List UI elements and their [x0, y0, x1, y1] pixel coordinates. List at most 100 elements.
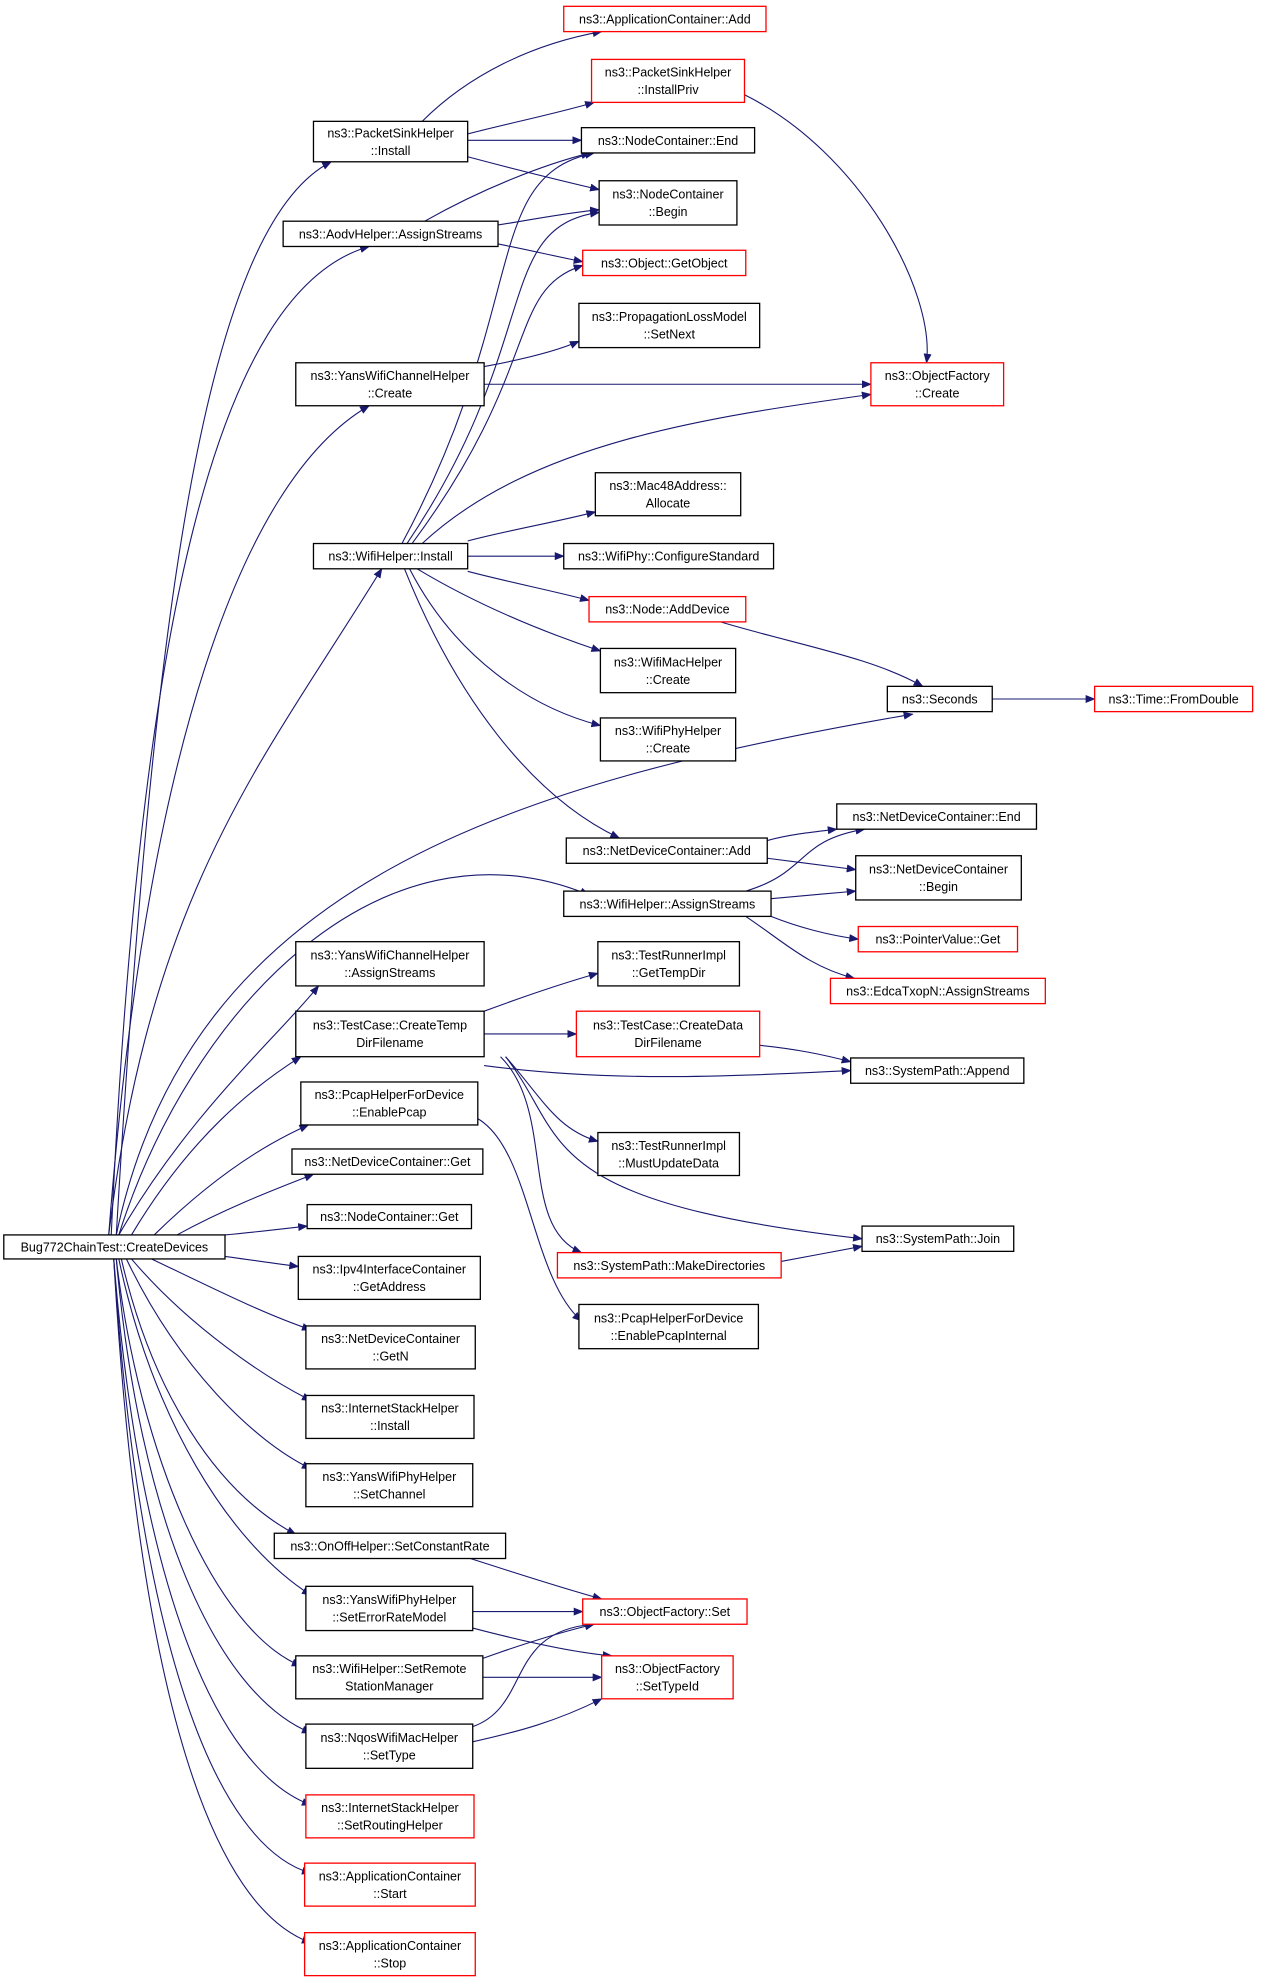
node-wph_create[interactable]: ns3::WifiPhyHelper::Create: [599, 717, 737, 762]
node-of_set[interactable]: ns3::ObjectFactory::Set: [582, 1598, 748, 1625]
node-box[interactable]: [3, 1234, 226, 1260]
node-mac48_alloc[interactable]: ns3::Mac48Address::Allocate: [594, 472, 742, 517]
node-tri_mustupdate[interactable]: ns3::TestRunnerImpl::MustUpdateData: [597, 1131, 741, 1177]
node-ish_install[interactable]: ns3::InternetStackHelper::Install: [305, 1394, 475, 1440]
node-box[interactable]: [295, 1010, 485, 1058]
node-box[interactable]: [305, 1394, 475, 1440]
node-box[interactable]: [597, 1131, 741, 1177]
node-box[interactable]: [588, 595, 747, 623]
node-box[interactable]: [850, 1057, 1025, 1084]
node-box[interactable]: [599, 647, 737, 694]
node-box[interactable]: [580, 127, 756, 154]
node-box[interactable]: [565, 837, 768, 864]
node-box[interactable]: [836, 803, 1038, 830]
node-plm_setnext[interactable]: ns3::PropagationLossModel::SetNext: [578, 302, 761, 349]
node-node_adddev[interactable]: ns3::Node::AddDevice: [588, 595, 747, 623]
node-box[interactable]: [305, 1325, 476, 1370]
node-nc_end[interactable]: ns3::NodeContainer::End: [580, 127, 756, 154]
node-ndc_get[interactable]: ns3::NetDeviceContainer::Get: [291, 1148, 484, 1175]
node-box[interactable]: [598, 180, 738, 226]
node-box[interactable]: [563, 5, 767, 33]
node-ndc_begin[interactable]: ns3::NetDeviceContainer::Begin: [855, 855, 1022, 901]
node-nc_get[interactable]: ns3::NodeContainer::Get: [306, 1203, 473, 1230]
node-aodv_assign[interactable]: ns3::AodvHelper::AssignStreams: [282, 220, 499, 248]
node-box[interactable]: [601, 1655, 734, 1700]
node-box[interactable]: [582, 249, 747, 277]
node-box[interactable]: [305, 1585, 474, 1632]
node-box[interactable]: [282, 220, 499, 248]
node-edca_assign[interactable]: ns3::EdcaTxopN::AssignStreams: [829, 977, 1046, 1005]
node-box[interactable]: [857, 925, 1019, 953]
node-of_settypeid[interactable]: ns3::ObjectFactory::SetTypeId: [601, 1655, 734, 1700]
node-ywph_seterr[interactable]: ns3::YansWifiPhyHelper::SetErrorRateMode…: [305, 1585, 474, 1632]
node-box[interactable]: [563, 542, 775, 570]
node-wifi_install[interactable]: ns3::WifiHelper::Install: [312, 542, 469, 570]
node-box[interactable]: [305, 1723, 474, 1769]
node-box[interactable]: [594, 472, 742, 517]
node-nqos_settype[interactable]: ns3::NqosWifiMacHelper::SetType: [305, 1723, 474, 1769]
node-ndc_add[interactable]: ns3::NetDeviceContainer::Add: [565, 837, 768, 864]
node-root[interactable]: Bug772ChainTest::CreateDevices: [3, 1234, 226, 1260]
node-box[interactable]: [599, 717, 737, 762]
node-ipv4_getaddr[interactable]: ns3::Ipv4InterfaceContainer::GetAddress: [297, 1255, 481, 1301]
node-sp_join[interactable]: ns3::SystemPath::Join: [861, 1225, 1015, 1253]
node-psh_install[interactable]: ns3::PacketSinkHelper::Install: [312, 120, 469, 163]
node-box[interactable]: [303, 1932, 476, 1977]
node-ywch_create[interactable]: ns3::YansWifiChannelHelper::Create: [295, 362, 485, 407]
node-ac_stop[interactable]: ns3::ApplicationContainer::Stop: [303, 1932, 476, 1977]
node-sp_makedirs[interactable]: ns3::SystemPath::MakeDirectories: [556, 1251, 782, 1279]
node-ac_start[interactable]: ns3::ApplicationContainer::Start: [303, 1862, 476, 1907]
node-box[interactable]: [305, 1794, 475, 1839]
node-sp_append[interactable]: ns3::SystemPath::Append: [850, 1057, 1025, 1084]
node-box[interactable]: [582, 1598, 748, 1625]
node-box[interactable]: [578, 302, 761, 349]
node-box[interactable]: [870, 362, 1005, 407]
node-obj_getobject[interactable]: ns3::Object::GetObject: [582, 249, 747, 277]
node-box[interactable]: [886, 685, 993, 713]
node-nc_begin[interactable]: ns3::NodeContainer::Begin: [598, 180, 738, 226]
node-box[interactable]: [312, 542, 469, 570]
node-box[interactable]: [295, 941, 485, 987]
node-box[interactable]: [312, 120, 469, 163]
node-of_create[interactable]: ns3::ObjectFactory::Create: [870, 362, 1005, 407]
node-box[interactable]: [1093, 685, 1254, 713]
node-time_fromdouble[interactable]: ns3::Time::FromDouble: [1093, 685, 1254, 713]
node-box[interactable]: [590, 58, 746, 104]
node-onoff_setrate[interactable]: ns3::OnOffHelper::SetConstantRate: [273, 1532, 507, 1560]
node-box[interactable]: [829, 977, 1046, 1005]
node-seconds[interactable]: ns3::Seconds: [886, 685, 993, 713]
node-box[interactable]: [556, 1251, 782, 1279]
node-ndc_end[interactable]: ns3::NetDeviceContainer::End: [836, 803, 1038, 830]
node-box[interactable]: [306, 1203, 473, 1230]
node-box[interactable]: [291, 1148, 484, 1175]
node-psh_installpriv[interactable]: ns3::PacketSinkHelper::InstallPriv: [590, 58, 746, 104]
node-box[interactable]: [297, 1255, 481, 1301]
node-box[interactable]: [575, 1010, 761, 1058]
node-ish_setrouting[interactable]: ns3::InternetStackHelper::SetRoutingHelp…: [305, 1794, 475, 1839]
node-tri_gettemp[interactable]: ns3::TestRunnerImpl::GetTempDir: [597, 941, 741, 987]
node-wmh_create[interactable]: ns3::WifiMacHelper::Create: [599, 647, 737, 694]
node-box[interactable]: [273, 1532, 507, 1560]
node-box[interactable]: [305, 1463, 474, 1508]
node-wifi_assign[interactable]: ns3::WifiHelper::AssignStreams: [563, 890, 772, 918]
node-ac_add[interactable]: ns3::ApplicationContainer::Add: [563, 5, 767, 33]
node-box[interactable]: [300, 1081, 479, 1126]
node-pcap_enable[interactable]: ns3::PcapHelperForDevice::EnablePcap: [300, 1081, 479, 1126]
node-ndc_getn[interactable]: ns3::NetDeviceContainer::GetN: [305, 1325, 476, 1370]
node-box[interactable]: [295, 362, 485, 407]
node-wifiphy_config[interactable]: ns3::WifiPhy::ConfigureStandard: [563, 542, 775, 570]
node-ywch_assign[interactable]: ns3::YansWifiChannelHelper::AssignStream…: [295, 941, 485, 987]
node-box[interactable]: [861, 1225, 1015, 1253]
node-box[interactable]: [855, 855, 1022, 901]
node-box[interactable]: [563, 890, 772, 918]
node-ywph_setchannel[interactable]: ns3::YansWifiPhyHelper::SetChannel: [305, 1463, 474, 1508]
node-pcap_enableint[interactable]: ns3::PcapHelperForDevice::EnablePcapInte…: [578, 1303, 760, 1350]
node-box[interactable]: [295, 1655, 484, 1700]
node-box[interactable]: [597, 941, 741, 987]
node-box[interactable]: [578, 1303, 760, 1350]
node-box[interactable]: [303, 1862, 476, 1907]
node-pv_get[interactable]: ns3::PointerValue::Get: [857, 925, 1019, 953]
